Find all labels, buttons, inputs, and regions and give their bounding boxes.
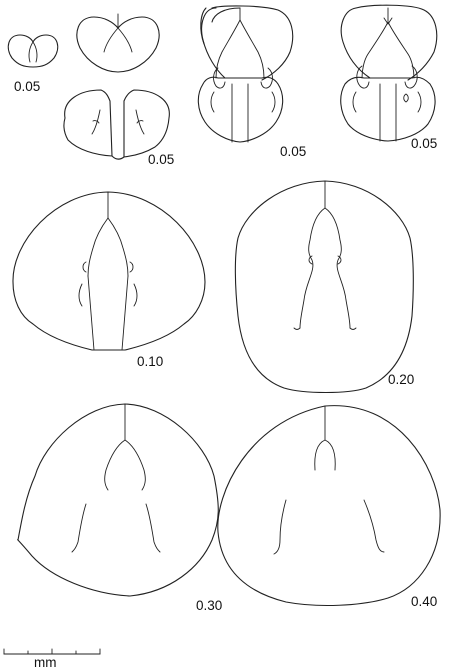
- label-a: 0.05: [14, 79, 40, 94]
- outline-010: [13, 192, 205, 350]
- label-g: 0.30: [196, 598, 222, 613]
- scale-bar: [4, 649, 100, 654]
- outline-030: [18, 404, 219, 596]
- outline-small: [77, 14, 159, 72]
- outline-tiny: [8, 35, 57, 67]
- label-b: 0.05: [148, 152, 174, 167]
- outline-stacked-1: [198, 6, 292, 142]
- label-h: 0.40: [411, 594, 437, 609]
- label-e: 0.10: [137, 354, 163, 369]
- outline-stacked-2: [341, 5, 437, 141]
- outline-020: [235, 181, 413, 393]
- scale-unit-label: mm: [34, 655, 57, 669]
- label-d: 0.05: [411, 136, 437, 151]
- label-f: 0.20: [388, 372, 414, 387]
- label-c: 0.05: [280, 144, 306, 159]
- outline-040: [218, 406, 440, 606]
- outline-split: [64, 90, 169, 159]
